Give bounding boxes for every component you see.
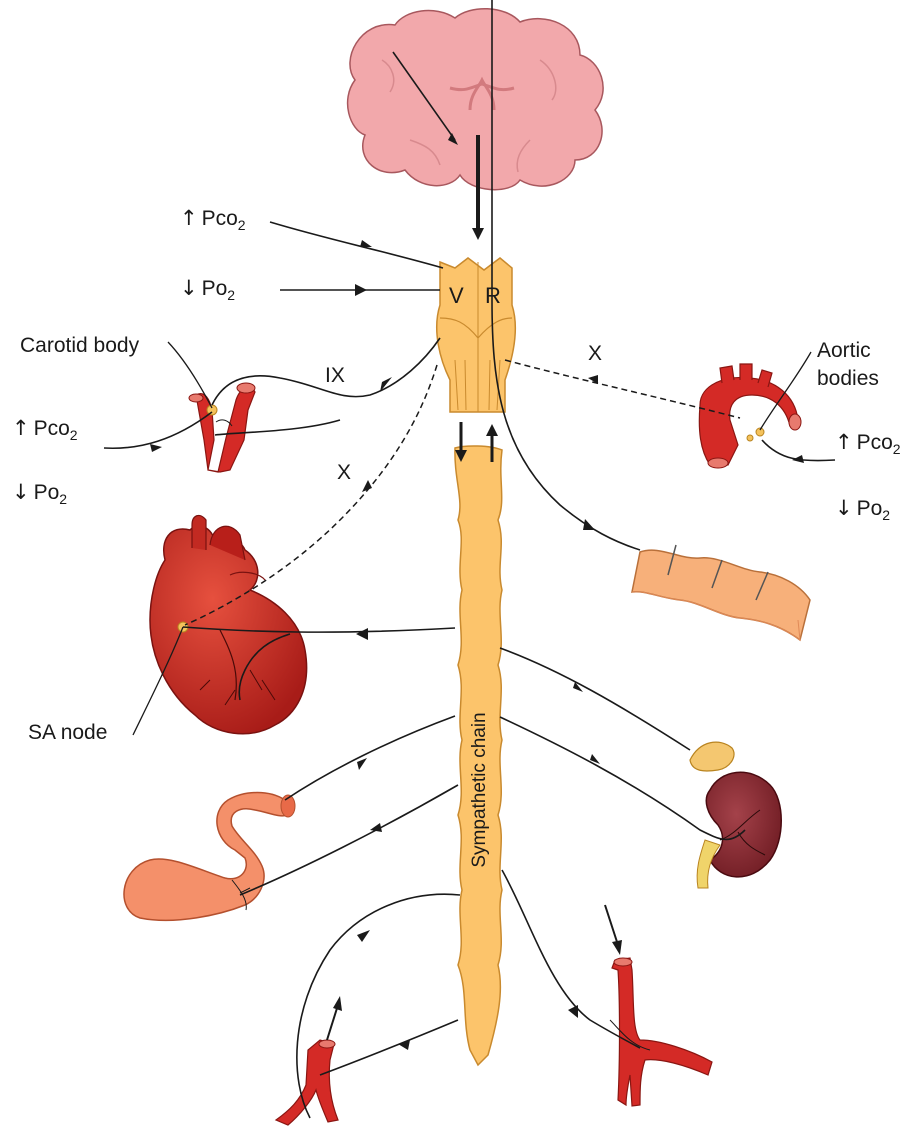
pco2-aortic-label: ↑Pco2: [835, 432, 901, 456]
po2-aortic-label: ↓Po2: [835, 498, 890, 522]
carotid-body-dot: [207, 405, 217, 415]
medulla-label-v: V: [449, 285, 464, 307]
vein-up-arrow: [327, 1005, 338, 1040]
vagus-label-right: X: [588, 343, 602, 364]
carotid-pco2-line: [104, 412, 212, 448]
intestine-afferent: [285, 716, 455, 800]
aortic-arch: [699, 364, 801, 468]
sa-node-label: SA node: [28, 722, 107, 743]
po2-carotid-label: ↓Po2: [12, 482, 67, 506]
aortic-bodies-label-1: Aortic: [817, 340, 871, 361]
carotid-artery: [189, 383, 255, 472]
intestine: [124, 793, 295, 921]
pco2-carotid-label: ↑Pco2: [12, 418, 78, 442]
chain-kidney-nerve: [500, 717, 745, 839]
brain: [348, 9, 604, 190]
artery-down-arrow: [605, 905, 618, 945]
po2-top-label: ↓Po2: [180, 278, 235, 302]
pco2-top-label: ↑Pco2: [180, 208, 246, 232]
sympathetic-chain-label: Sympathetic chain: [469, 712, 491, 867]
chain-adrenal-nerve: [500, 648, 690, 750]
medulla-label-r: R: [485, 285, 501, 307]
kidney: [690, 742, 781, 888]
medulla-vasomotor-region: [437, 258, 516, 412]
artery-right: [610, 958, 712, 1106]
pco2-input-line: [270, 222, 443, 268]
aortic-bodies-label-2: bodies: [817, 368, 879, 389]
carotid-body-label: Carotid body: [20, 335, 139, 356]
vein-efferent: [320, 1020, 458, 1075]
vagus-aortic: [505, 360, 740, 418]
vagus-label-left: X: [337, 462, 351, 483]
heart: [150, 515, 307, 733]
skin: [632, 545, 810, 640]
ix-label: IX: [325, 365, 345, 386]
